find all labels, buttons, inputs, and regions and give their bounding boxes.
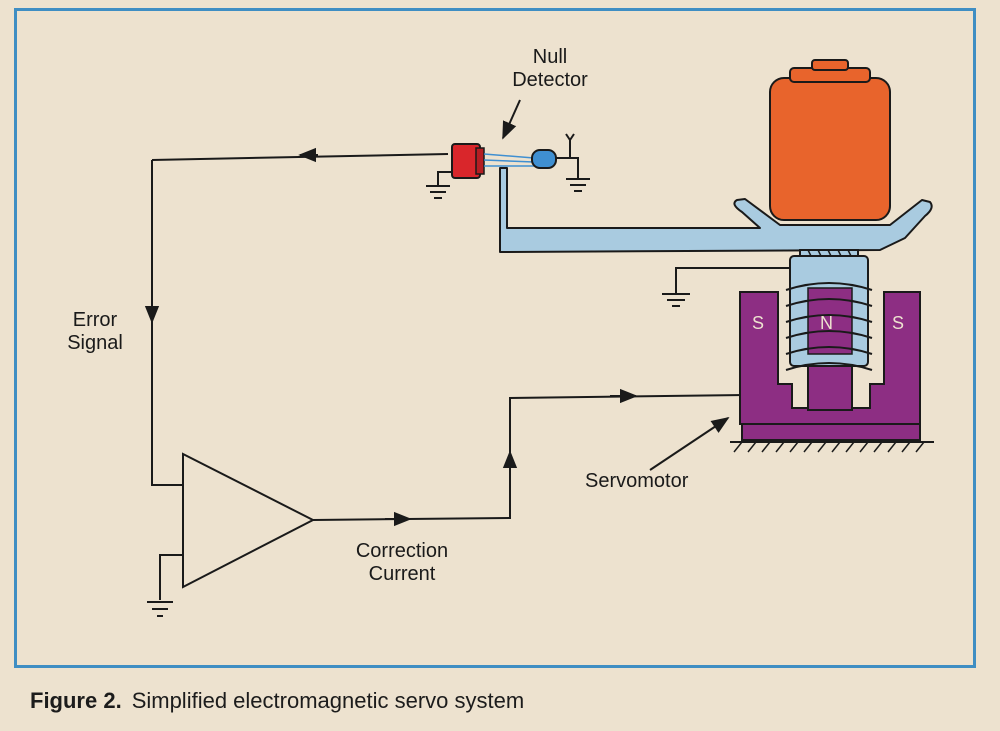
amplifier-triangle	[182, 452, 316, 589]
magnet-south-right-label: S	[892, 313, 905, 333]
magnet-south-left-label: S	[752, 313, 765, 333]
ground-icon	[662, 267, 798, 307]
magnet-north-label: N	[820, 313, 833, 333]
ground-icon	[556, 133, 590, 192]
correction-current-label: Correction Current	[355, 540, 449, 585]
null-detector-label: Null Detector	[512, 46, 588, 91]
coil-windings	[785, 282, 873, 371]
ground-icon	[147, 601, 173, 617]
error-signal-label: Error Signal	[67, 309, 123, 354]
figure-caption: Figure 2. Simplified electromagnetic serv…	[30, 688, 524, 714]
weight	[769, 59, 891, 221]
balance-pan	[499, 167, 933, 253]
diagram-frame	[14, 8, 976, 668]
figure-number: Figure 2.	[30, 688, 122, 713]
servomotor-label: Servomotor	[585, 470, 689, 492]
detector-photocell	[531, 149, 557, 169]
servomotor-pointer	[649, 417, 730, 471]
flow-arrows	[144, 147, 638, 527]
figure-caption-text: Simplified electromagnetic servo system	[131, 688, 525, 713]
ground-icon	[426, 171, 452, 199]
null-detector	[451, 99, 557, 179]
coil-cylinder	[789, 249, 869, 367]
